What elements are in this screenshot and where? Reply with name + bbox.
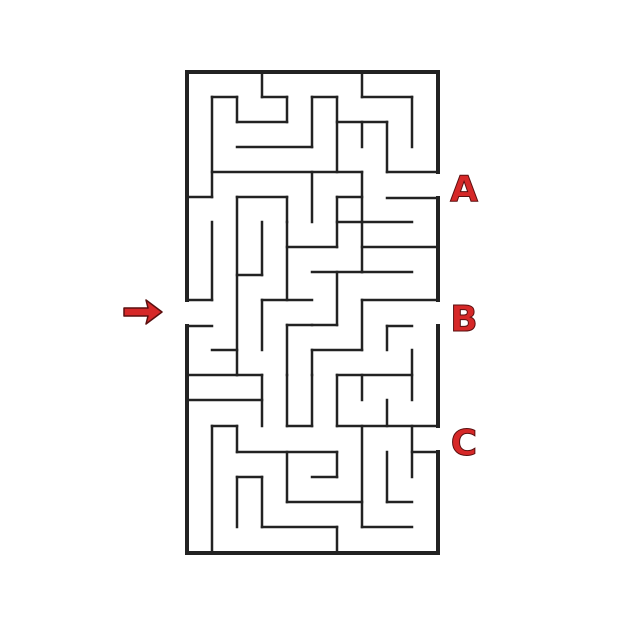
right-arrow-icon (123, 299, 163, 325)
entrance-marker (123, 299, 163, 325)
exit-labels: A B C (450, 169, 479, 465)
exit-label-a: A (450, 169, 478, 210)
maze-outer-wall (185, 70, 440, 555)
exit-label-c: C (451, 423, 477, 464)
maze-inner-walls (185, 70, 440, 555)
exit-label-b: B (450, 299, 477, 340)
